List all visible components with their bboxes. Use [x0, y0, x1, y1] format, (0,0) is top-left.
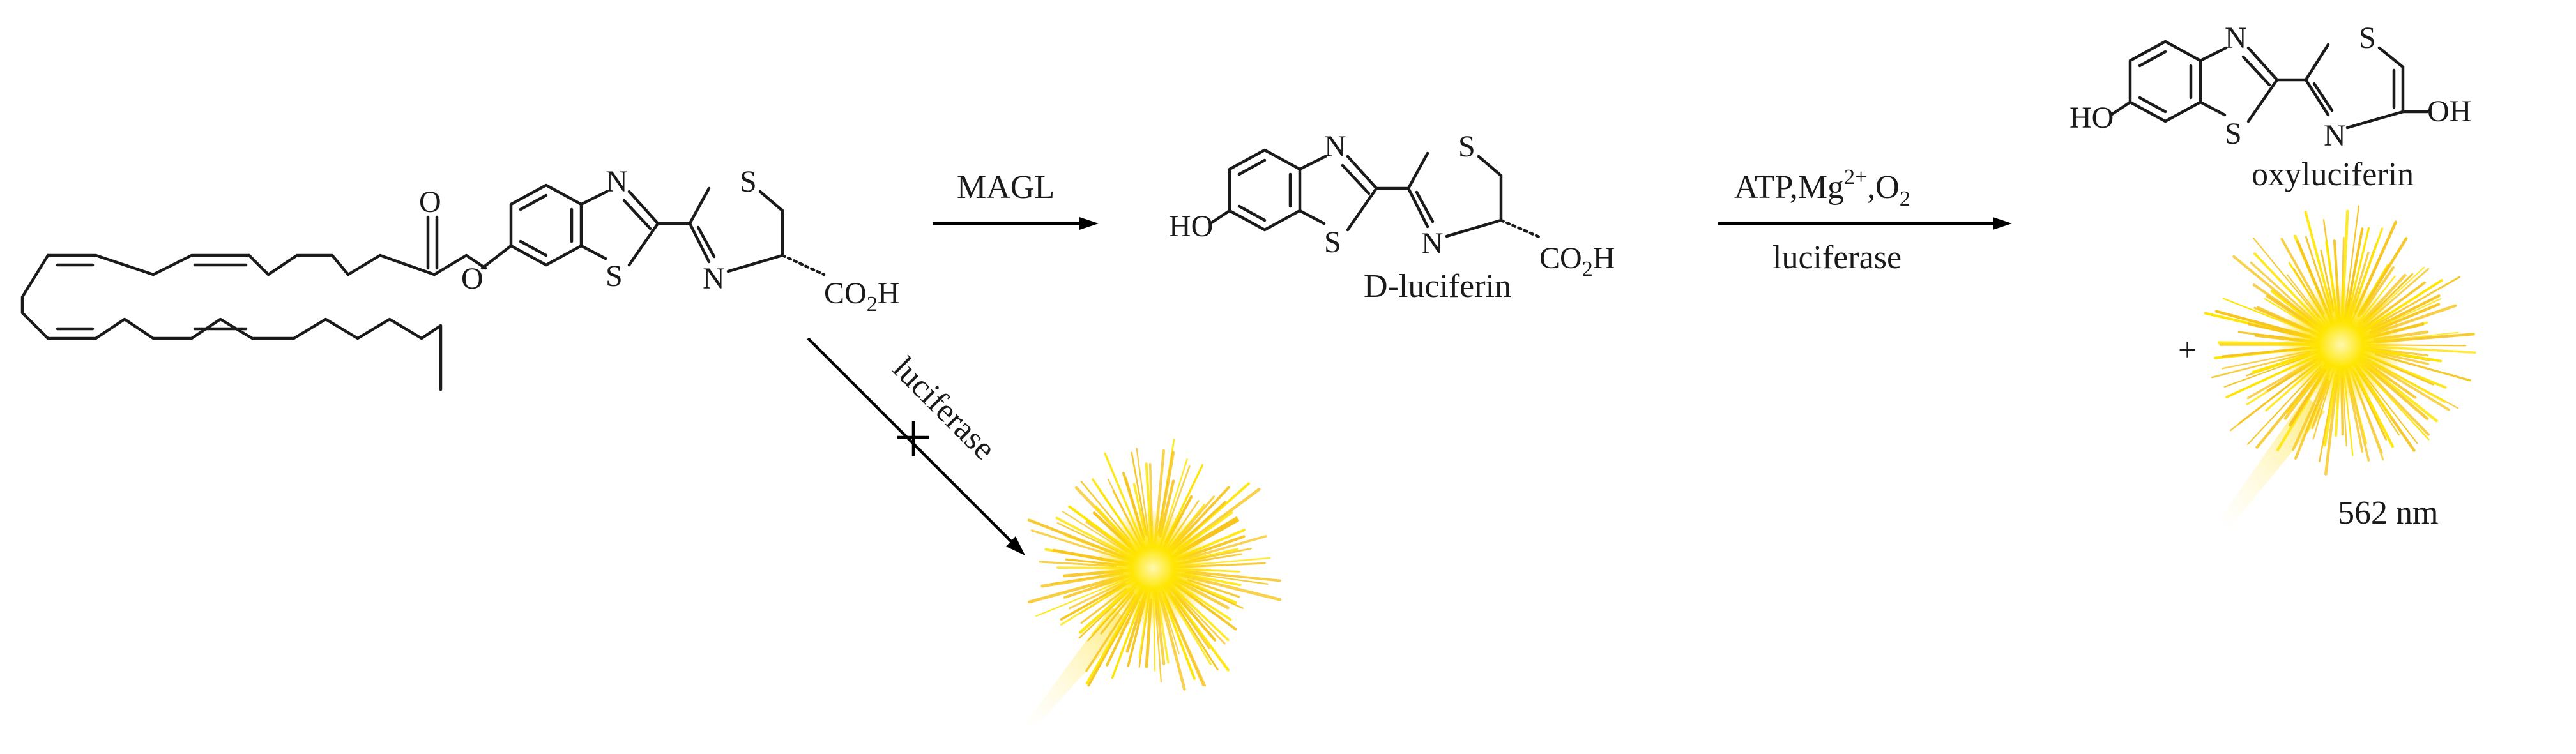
thiazoline-s: S — [740, 165, 757, 199]
reagent-magl: MAGL — [957, 169, 1055, 206]
reagent-luciferase-blocked: luciferase — [886, 350, 1003, 467]
hydroxyl-group: HO — [1169, 209, 1213, 243]
benzothiazole-n: N — [1324, 130, 1346, 163]
d-luciferin-label: D-luciferin — [1364, 268, 1511, 305]
benzothiazole-n: N — [606, 165, 628, 199]
light-burst-lower — [1022, 439, 1282, 728]
hydroxyl-group: HO — [2069, 101, 2114, 135]
oxyluciferin-label: oxyluciferin — [2252, 156, 2414, 193]
d-luciferin-structure: HO N S S N CO2H D-luciferin — [1169, 130, 1615, 305]
thiazole-n: N — [2324, 119, 2346, 153]
reagent-luciferase: luciferase — [1772, 239, 1902, 276]
light-burst-product: + 562 nm — [2178, 205, 2476, 531]
blocked-arrow: luciferase — [807, 337, 1025, 555]
reagent-atp-mg-o2: ATP,Mg2+,O2 — [1734, 165, 1910, 211]
thiazoline-n: N — [1421, 227, 1444, 260]
benzothiazole-n: N — [2225, 21, 2247, 55]
wavelength-label: 562 nm — [2338, 495, 2438, 531]
benzothiazole-s: S — [1324, 225, 1341, 259]
benzothiazole-s: S — [2225, 117, 2242, 151]
ester-oxygen: O — [461, 262, 484, 296]
thiazoline-s: S — [1458, 130, 1475, 163]
oxyluciferin-structure: HO N S S N OH oxyluciferin — [2069, 21, 2471, 193]
plus-sign: + — [2178, 332, 2197, 368]
carboxyl-group: CO2H — [1539, 241, 1615, 281]
carboxyl-group: CO2H — [824, 276, 899, 316]
hydroxyl-group: OH — [2427, 94, 2471, 128]
arrow-luciferase: ATP,Mg2+,O2 luciferase — [1718, 165, 2012, 276]
substrate-structure: O O N S S N CO2H — [20, 165, 899, 391]
arrow-magl: MAGL — [933, 169, 1099, 230]
carbonyl-oxygen: O — [419, 185, 441, 219]
thiazole-s: S — [2359, 21, 2376, 55]
benzothiazole-s: S — [606, 259, 623, 293]
thiazoline-n: N — [703, 262, 725, 296]
